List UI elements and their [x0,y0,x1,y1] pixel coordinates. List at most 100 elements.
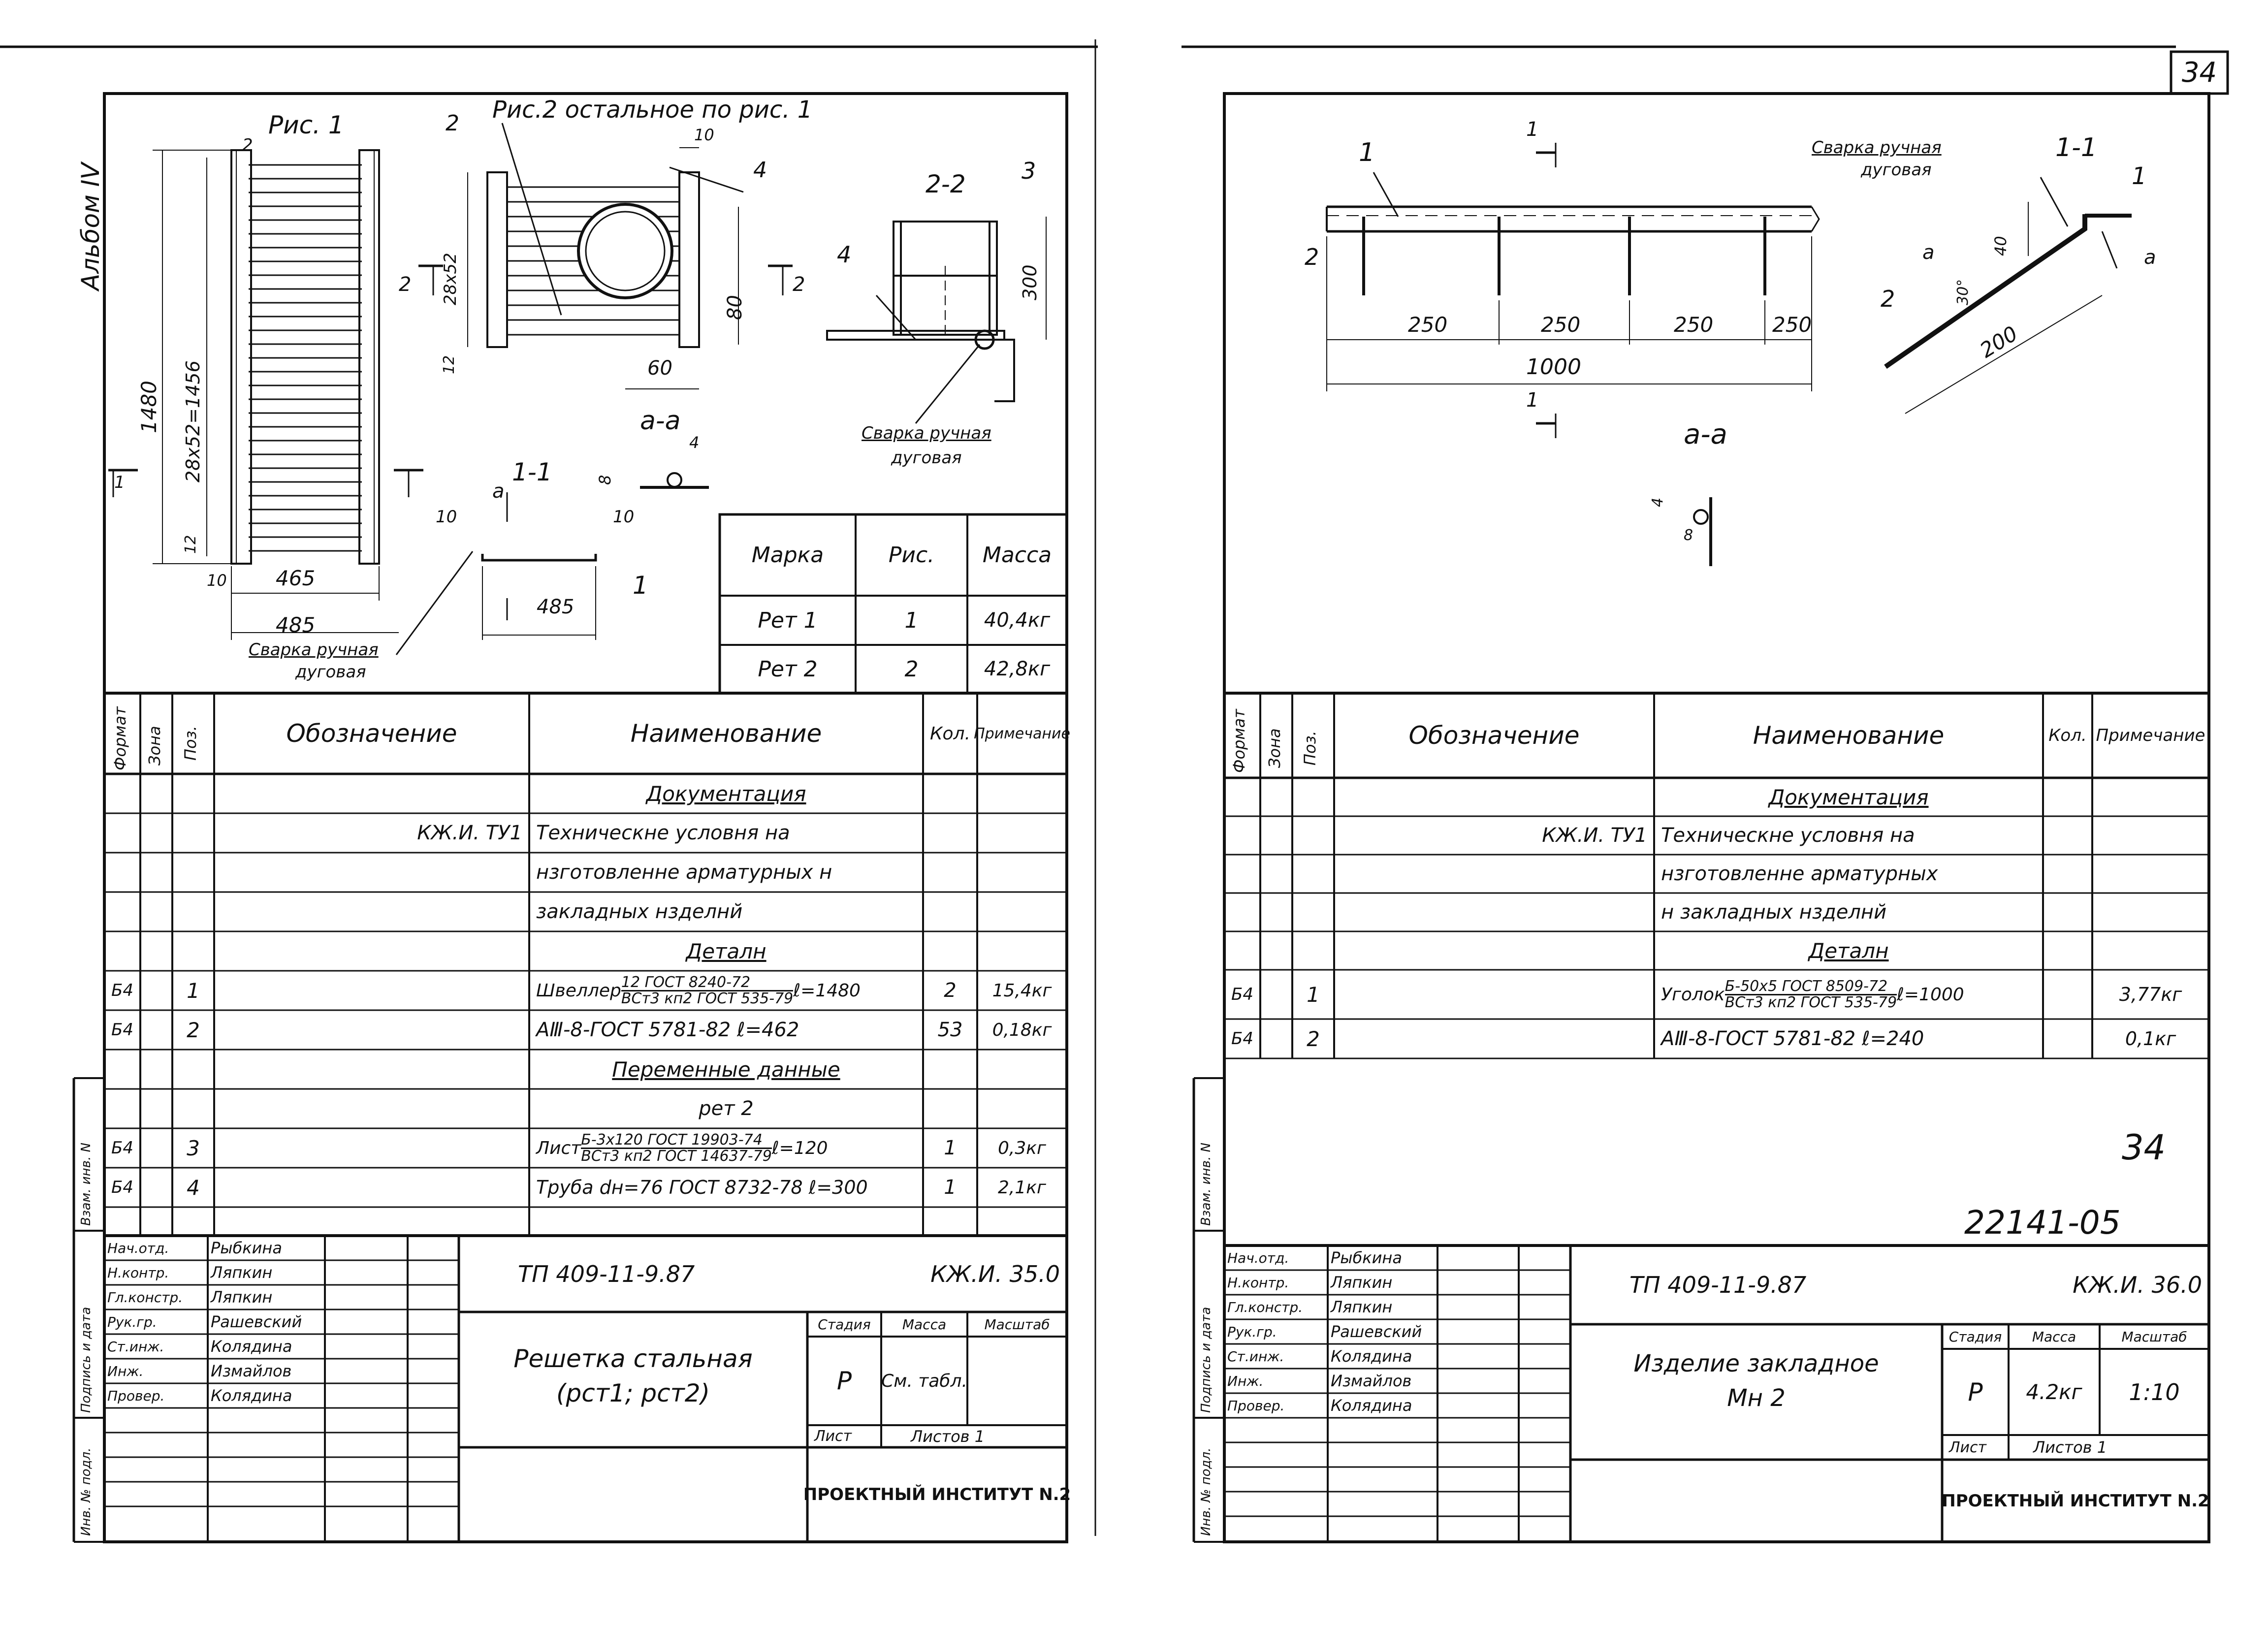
tb-role: Рук.гр. [1227,1323,1277,1340]
side-stamp-inv: Инв. № подл. [79,1447,94,1536]
left-fig1-drawing [108,149,474,655]
spec-row-heading: Переменные данные [612,1057,840,1082]
tb-role: Н.контр. [107,1264,169,1281]
fig1-cut-mark: 1 [114,473,125,492]
right-section11-dim-40: 40 [1991,236,2010,256]
spec-header-qty: Кол. [929,723,971,744]
spec-row-qty: 53 [937,1019,963,1041]
tb-name: Рашевский [211,1312,302,1331]
spec-row-note: 0,1кг [2125,1028,2176,1050]
section11-dim-10b: 10 [613,507,635,527]
spec-header-name: Наименование [1753,721,1945,750]
section22-weld-note-2: дуговая [891,448,962,468]
spec-row-pos: 1 [187,978,200,1003]
spec-row-pos: 4 [187,1175,200,1200]
spec-row-qty: 1 [944,1176,957,1199]
tb-mass-label: Масса [2032,1328,2076,1345]
spec-row-name: Труба dн=76 ГОСТ 8732-78 ℓ=300 [536,1177,868,1198]
section11-pos1: 1 [633,571,648,600]
mark-table-header-fig: Рис. [888,543,935,568]
tb-scale-label: Масштаб [2121,1328,2187,1345]
spec-header-note: Примечание [974,725,1070,742]
right-angle-drawing [1326,143,1820,438]
tb-sheet-label: Лист [814,1428,852,1445]
spec-row-name: Техническне условня на [1661,824,1915,847]
left-sheet-frame [72,92,1068,1543]
spec-row-heading: Документация [646,781,806,806]
spec-row-format: Б4 [111,1138,133,1158]
tb-sheets-label: Листов 1 [2033,1438,2108,1457]
right-section11-pos2: 2 [1881,286,1895,312]
spec-header-pos: Поз. [1301,731,1319,766]
tb-role: Провер. [1227,1397,1285,1414]
left-detail-aa [640,472,709,489]
side-stamp-sign: Подпись и дата [79,1307,94,1413]
fig1-dim-10: 10 [207,571,227,590]
tb-role: Инж. [107,1363,144,1379]
tb-sheets-label: Листов 1 [911,1427,985,1446]
spec-row-heading: Деталн [1808,938,1889,963]
right-section11-dim-30: 30° [1954,279,1972,305]
spec-row-format: Б4 [111,1178,133,1197]
spec-row-pos: 3 [187,1136,200,1160]
fig2-dim-28x52: 28x52 [441,253,460,305]
spec-header-format: Формат [111,706,129,770]
spec-row-pos: 2 [187,1018,200,1042]
tb-mass: См. табл. [881,1371,967,1391]
fig2-title: Рис.2 остальное по рис. 1 [492,96,813,124]
mark-table-row2-fig: 2 [904,656,919,682]
tb-name: Колядина [211,1337,292,1356]
spec-header-qty: Кол. [2048,726,2087,745]
tb-code: КЖ.И. 35.0 [930,1260,1060,1287]
tb-role: Нач.отд. [1227,1249,1289,1266]
mark-table-header-mass: Масса [982,543,1052,568]
fig1-dim-1480: 1480 [137,381,161,433]
fig2-cut-left: 2 [399,273,412,296]
right-detail-aa-dim-4: 4 [1649,497,1666,507]
right-dim-250: 250 [1408,313,1448,337]
tb-mass-label: Масса [902,1316,947,1333]
right-dim-total: 1000 [1526,354,1581,380]
mark-table-header-mark: Марка [751,543,824,568]
spec-header-zone: Зона [145,726,164,766]
spec-header-note: Примечание [2096,726,2205,745]
tb-role: Гл.констр. [1227,1299,1303,1315]
fig1-pos2: 2 [242,135,253,155]
section11-dim-10a: 10 [436,507,457,527]
tb-mass: 4.2кг [2026,1380,2082,1404]
spec-row-note: 3,77кг [2119,984,2182,1005]
mark-table-row1-fig: 1 [904,607,919,633]
spec-row-designation: КЖ.И. ТУ1 [1542,824,1647,847]
spec-row-name: АⅢ-8-ГОСТ 5781-82 ℓ=462 [536,1019,799,1041]
spec-row-name: рет 2 [699,1097,754,1120]
fig2-pos2: 2 [446,111,459,136]
section22-weld-note-1: Сварка ручная [862,423,991,443]
tb-name: Ляпкин [1331,1298,1393,1316]
tb-code: КЖ.И. 36.0 [2073,1272,2202,1298]
tb-name: Измайлов [211,1362,292,1380]
spec-row-name: нзготовленне арматурных [1661,862,1938,885]
right-detail-aa-dim-8: 8 [1684,527,1693,544]
spec-row-format: Б4 [111,981,133,1000]
tb-name: Измайлов [1331,1372,1412,1390]
mark-table-row1-mark: Рет 1 [758,607,818,633]
spec-header-format: Формат [1230,709,1248,773]
tb-name: Колядина [1331,1396,1412,1415]
spec-row-name: Техническне условня на [536,822,790,844]
spec-row-note: 2,1кг [998,1177,1046,1198]
left-fig2-drawing [418,123,793,389]
right-detail-aa [1693,497,1712,566]
right-dim-250: 250 [1541,313,1581,337]
tb-name: Рыбкина [211,1239,282,1257]
tb-role: Рук.гр. [107,1313,157,1330]
spec-row-name: закладных нзделнй [536,900,743,923]
tb-stage: Р [836,1367,852,1395]
section22-pos3: 3 [1022,158,1036,184]
spec-row-name: нзготовленне арматурных н [536,861,832,884]
spec-row-format: Б4 [1231,985,1253,1004]
tb-role: Инж. [1227,1373,1264,1389]
right-section11-mark-a2: a [2144,246,2156,269]
fig2-dim-12: 12 [441,355,458,374]
